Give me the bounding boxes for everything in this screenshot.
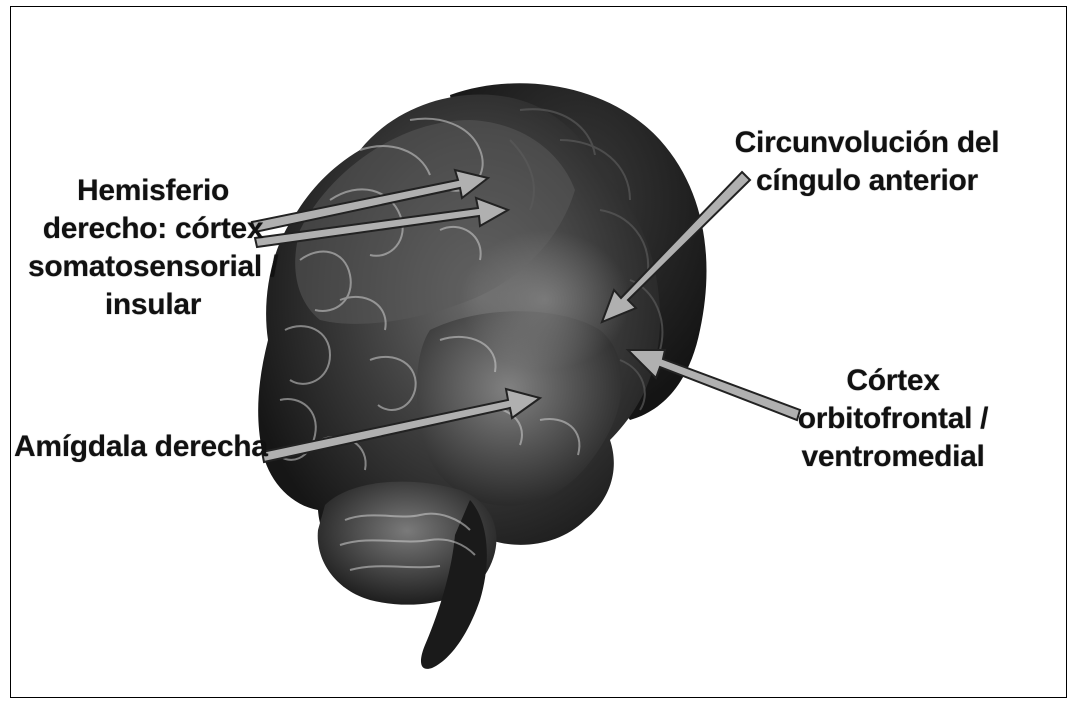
label-line: insular <box>28 286 278 324</box>
label-line: cíngulo anterior <box>732 162 1002 200</box>
label-line: derecho: córtex <box>28 210 278 248</box>
label-line: Córtex <box>788 362 998 400</box>
label-line: ventromedial <box>788 438 998 476</box>
label-amigdala-derecha: Amígdala derecha <box>14 428 268 466</box>
label-line: somatosensorial / <box>28 248 278 286</box>
label-circunvolucion-cingulo: Circunvolución del cíngulo anterior <box>732 124 1002 200</box>
label-line: Circunvolución del <box>732 124 1002 162</box>
label-line: Amígdala derecha <box>14 428 268 466</box>
label-hemisferio-derecho: Hemisferio derecho: córtex somatosensori… <box>28 172 278 324</box>
label-line: orbitofrontal / <box>788 400 998 438</box>
cingulate-glow <box>460 230 630 370</box>
label-line: Hemisferio <box>28 172 278 210</box>
label-cortex-orbitofrontal: Córtex orbitofrontal / ventromedial <box>788 362 998 476</box>
